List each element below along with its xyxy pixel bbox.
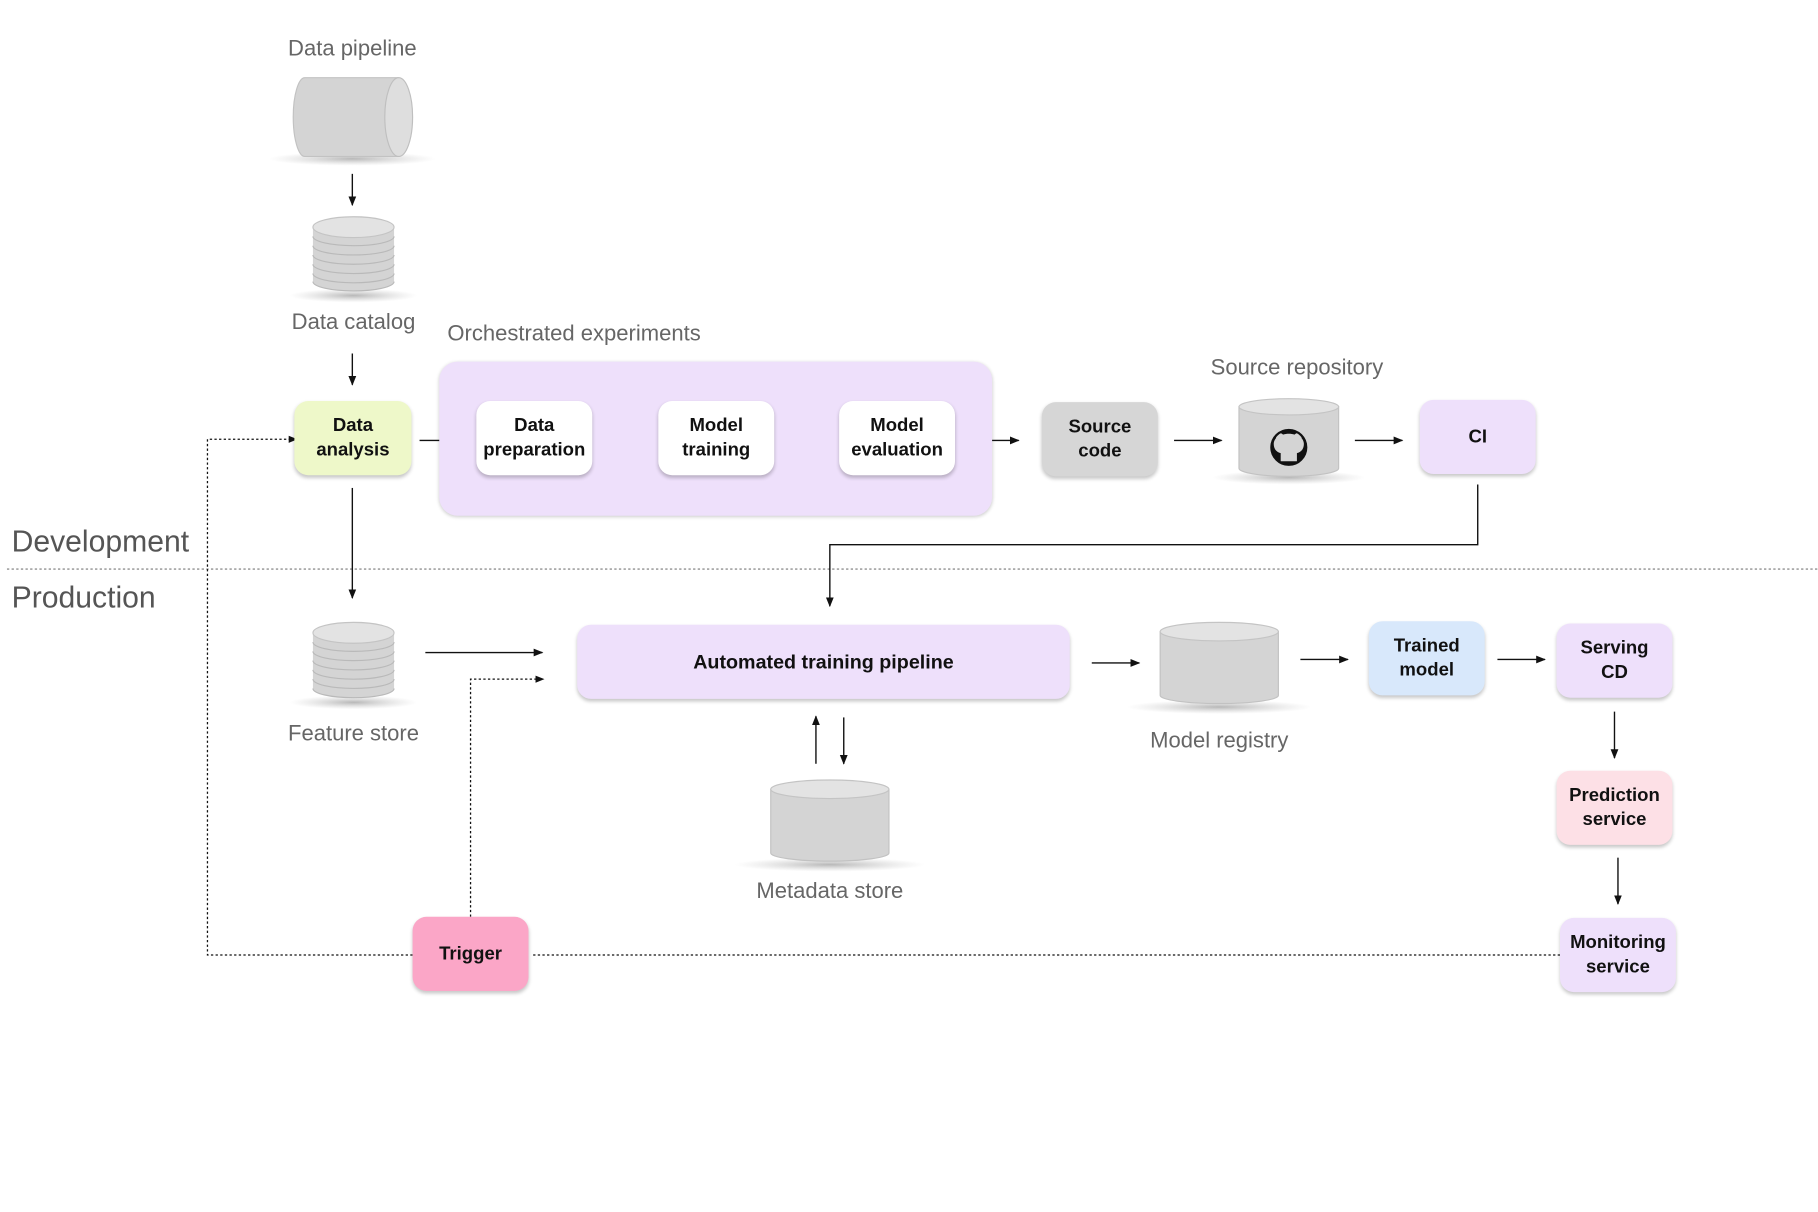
label-metadata-store: Metadata store <box>756 879 904 905</box>
label-source-repository: Source repository <box>1210 355 1384 381</box>
node-prediction-service[interactable]: Prediction service <box>1556 770 1673 845</box>
section-production: Production <box>11 579 156 615</box>
section-development: Development <box>11 523 190 559</box>
node-data-analysis[interactable]: Data analysis <box>294 401 412 476</box>
node-automated-training-pipeline[interactable]: Automated training pipeline <box>577 624 1070 699</box>
dotted-trigger-to-training-pipeline <box>469 675 545 917</box>
database-icon <box>734 779 925 872</box>
label-data-pipeline: Data pipeline <box>288 37 417 62</box>
label-orchestrated-experiments: Orchestrated experiments <box>447 322 701 347</box>
node-trained-model[interactable]: Trained model <box>1368 621 1485 696</box>
node-model-evaluation[interactable]: Model evaluation <box>839 401 956 476</box>
label-data-catalog: Data catalog <box>291 310 416 335</box>
node-data-preparation[interactable]: Data preparation <box>476 401 593 476</box>
node-model-training[interactable]: Model training <box>658 401 775 476</box>
arrow-ci-to-training-pipeline <box>825 484 1479 608</box>
node-monitoring-service[interactable]: Monitoring service <box>1560 917 1676 993</box>
node-serving-cd[interactable]: Serving CD <box>1556 623 1673 698</box>
node-ci[interactable]: CI <box>1419 399 1536 475</box>
connector-layer <box>6 77 1818 956</box>
github-icon <box>1212 398 1366 485</box>
label-feature-store: Feature store <box>288 722 419 747</box>
stacked-disks-icon <box>289 216 418 303</box>
node-source-code[interactable]: Source code <box>1041 402 1158 477</box>
node-trigger[interactable]: Trigger <box>412 916 529 991</box>
database-icon <box>1126 621 1312 714</box>
pipe-cylinder-icon <box>268 77 436 166</box>
dotted-trigger-to-data-analysis <box>206 435 413 956</box>
label-model-registry: Model registry <box>1150 729 1289 754</box>
stacked-disks-icon <box>289 621 418 710</box>
